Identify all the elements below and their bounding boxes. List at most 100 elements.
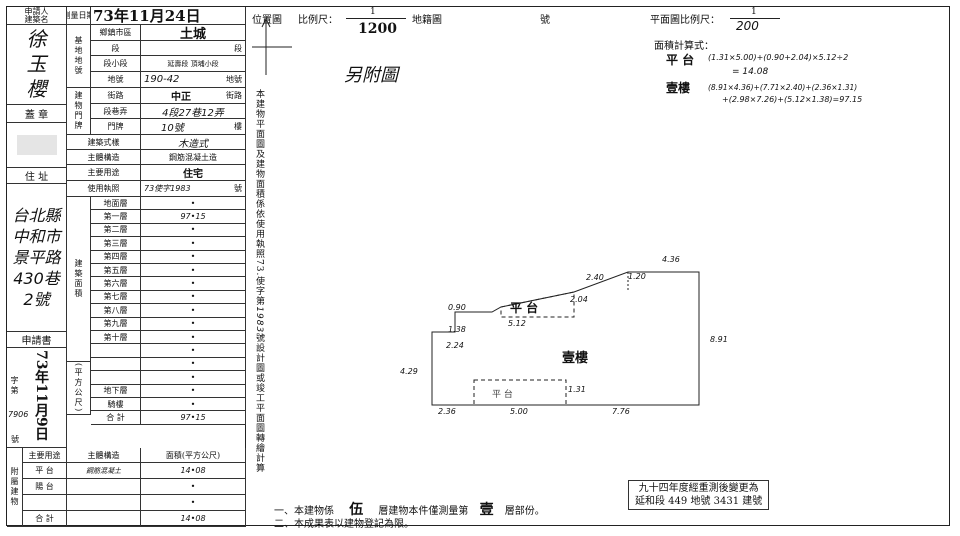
footer-line1-a: 一、本建物係 xyxy=(274,506,334,517)
floor-label: 第十層 xyxy=(91,331,141,345)
street-label: 街路 xyxy=(91,88,141,104)
floor-row: • xyxy=(91,344,246,358)
middle-license-no: 1983 xyxy=(254,306,264,334)
floor-area: 97•15 xyxy=(141,210,246,224)
attach-group-label: 附屬建物 xyxy=(7,448,23,527)
location-group-label: 基地地號 xyxy=(67,25,91,88)
dimension-label: 5.12 xyxy=(508,319,526,328)
middle-text: 本建物平面圖及建物面積係依使用執照 xyxy=(254,89,264,259)
attach-use xyxy=(23,495,67,511)
attach-area-header: 面積(平方公尺) xyxy=(141,448,246,463)
attach-structure xyxy=(67,511,141,527)
land-no-cell: 190-42 地號 xyxy=(141,72,246,88)
plan-scale-num: 1 xyxy=(751,7,757,17)
street-value: 中正 xyxy=(171,92,191,103)
use-value: 住宅 xyxy=(141,165,246,181)
attach-use: 合 計 xyxy=(23,511,67,527)
lane-label: 段巷弄 xyxy=(91,104,141,119)
floor-area: • xyxy=(141,398,246,412)
attached-note: 另附圖 xyxy=(344,65,398,86)
applicant-name: 徐 玉 櫻 xyxy=(7,25,67,105)
platform-result: = 14.08 xyxy=(732,67,769,77)
attach-area: 14•08 xyxy=(141,463,246,479)
floor-area: • xyxy=(141,304,246,318)
footer-line1-e: 層部份。 xyxy=(504,506,545,517)
dimension-label: 1.20 xyxy=(628,272,646,281)
township-label: 鄉鎮市區 xyxy=(91,25,141,41)
floor-label: 第七層 xyxy=(91,290,141,305)
applicant-label: 申請人 建築名 xyxy=(7,7,67,25)
subsection-label: 段小段 xyxy=(91,56,141,72)
floor-label: 第九層 xyxy=(91,317,141,331)
dimension-label: 4.29 xyxy=(400,367,418,376)
middle-statement: 本建物平面圖及建物面積係依使用執照73.使字第1983號設計圖或竣工平面圖轉繪計… xyxy=(248,89,264,519)
plan-scale-den: 200 xyxy=(736,19,759,33)
floor-area: • xyxy=(141,331,246,345)
address-label: 住 址 xyxy=(7,168,67,184)
scale-label: 比例尺： xyxy=(298,15,338,26)
dimension-label: 2.04 xyxy=(570,295,588,304)
footer-line1: 一、本建物係 伍 層建物本件僅測量第 壹 層部份。 xyxy=(274,499,545,519)
floor-row: 地面層• xyxy=(91,197,246,211)
floor-label: 地面層 xyxy=(91,197,141,211)
floor-label: 第八層 xyxy=(91,304,141,318)
app-doc-label: 申請書 xyxy=(7,332,67,348)
floor-area: • xyxy=(141,357,246,372)
section-label: 段 xyxy=(91,41,141,56)
door-suffix: 樓 xyxy=(234,122,242,131)
address-value: 台北縣中和市景平路430巷2號 xyxy=(7,184,67,332)
license-suffix: 號 xyxy=(234,184,242,193)
footer-line2: 二、本成果表以建物登記為限。 xyxy=(274,519,414,530)
floor-label: 合 計 xyxy=(91,411,141,425)
survey-date-label: 測量日期 xyxy=(67,7,91,25)
floor1-label: 壹樓 xyxy=(666,81,691,95)
floor-label: 第一層 xyxy=(91,210,141,224)
room-lower-label: 平 台 xyxy=(492,390,513,400)
township-value: 土城 xyxy=(141,25,246,41)
license-value: 73使字1983 xyxy=(144,184,191,193)
floor1-outline xyxy=(431,271,700,406)
attach-structure xyxy=(67,495,141,511)
doc-word: 字第 xyxy=(10,376,19,396)
plan-scale-bar xyxy=(730,18,780,19)
survey-sheet: 申請人 建築名 徐 玉 櫻 蓋 章 住 址 台北縣中和市景平路430巷2號 申請… xyxy=(6,6,950,530)
floor-row: 第十層• xyxy=(91,331,246,345)
footer-line1-c: 層建物本件僅測量第 xyxy=(378,506,469,517)
floor-area: • xyxy=(141,277,246,291)
style-label: 建築式樣 xyxy=(67,135,141,150)
use-label: 主要用途 xyxy=(67,165,141,181)
license-cell: 73使字1983 號 xyxy=(141,181,246,197)
land-no-label: 地號 xyxy=(91,72,141,88)
area-calc-label: 面積計算式： xyxy=(654,41,714,52)
room-floor1-label: 壹樓 xyxy=(562,351,589,366)
attach-use: 陽 台 xyxy=(23,479,67,495)
dimension-label: 4.36 xyxy=(662,255,680,264)
lane-value: 4段27巷12弄 xyxy=(141,104,246,119)
north-arrow-head xyxy=(261,17,271,28)
attach-area: • xyxy=(141,479,246,495)
seal-label: 蓋 章 xyxy=(7,105,67,123)
license-label: 使用執照 xyxy=(67,181,141,197)
applicant-name-char: 櫻 xyxy=(26,77,47,101)
attach-use: 平 台 xyxy=(23,463,67,479)
note-line1: 九十四年度經重測後變更為 xyxy=(638,483,759,494)
floor-group-label: 建築面積 xyxy=(67,197,91,362)
floor-row: 第五層• xyxy=(91,264,246,278)
middle-license: 73.使字第 xyxy=(254,259,264,307)
floor-label: 騎樓 xyxy=(91,398,141,412)
dimension-label: 1.31 xyxy=(568,385,586,394)
attach-area: • xyxy=(141,495,246,511)
land-no-value: 190-42 xyxy=(144,74,180,85)
floor-area: 97•15 xyxy=(141,411,246,425)
street-suffix: 街路 xyxy=(226,91,242,100)
floor-row: 第八層• xyxy=(91,304,246,318)
floor1-formula2: +(2.98×7.26)+(5.12×1.38)=97.15 xyxy=(722,95,863,104)
floor-label xyxy=(91,344,141,358)
floor-row: • xyxy=(91,357,246,372)
door-label: 門牌 xyxy=(91,119,141,135)
remeasure-note-box: 九十四年度經重測後變更為 延和段 449 地號 3431 建號 xyxy=(628,480,770,510)
lower-dashed-area xyxy=(473,379,567,406)
platform-label: 平 台 xyxy=(666,53,695,67)
